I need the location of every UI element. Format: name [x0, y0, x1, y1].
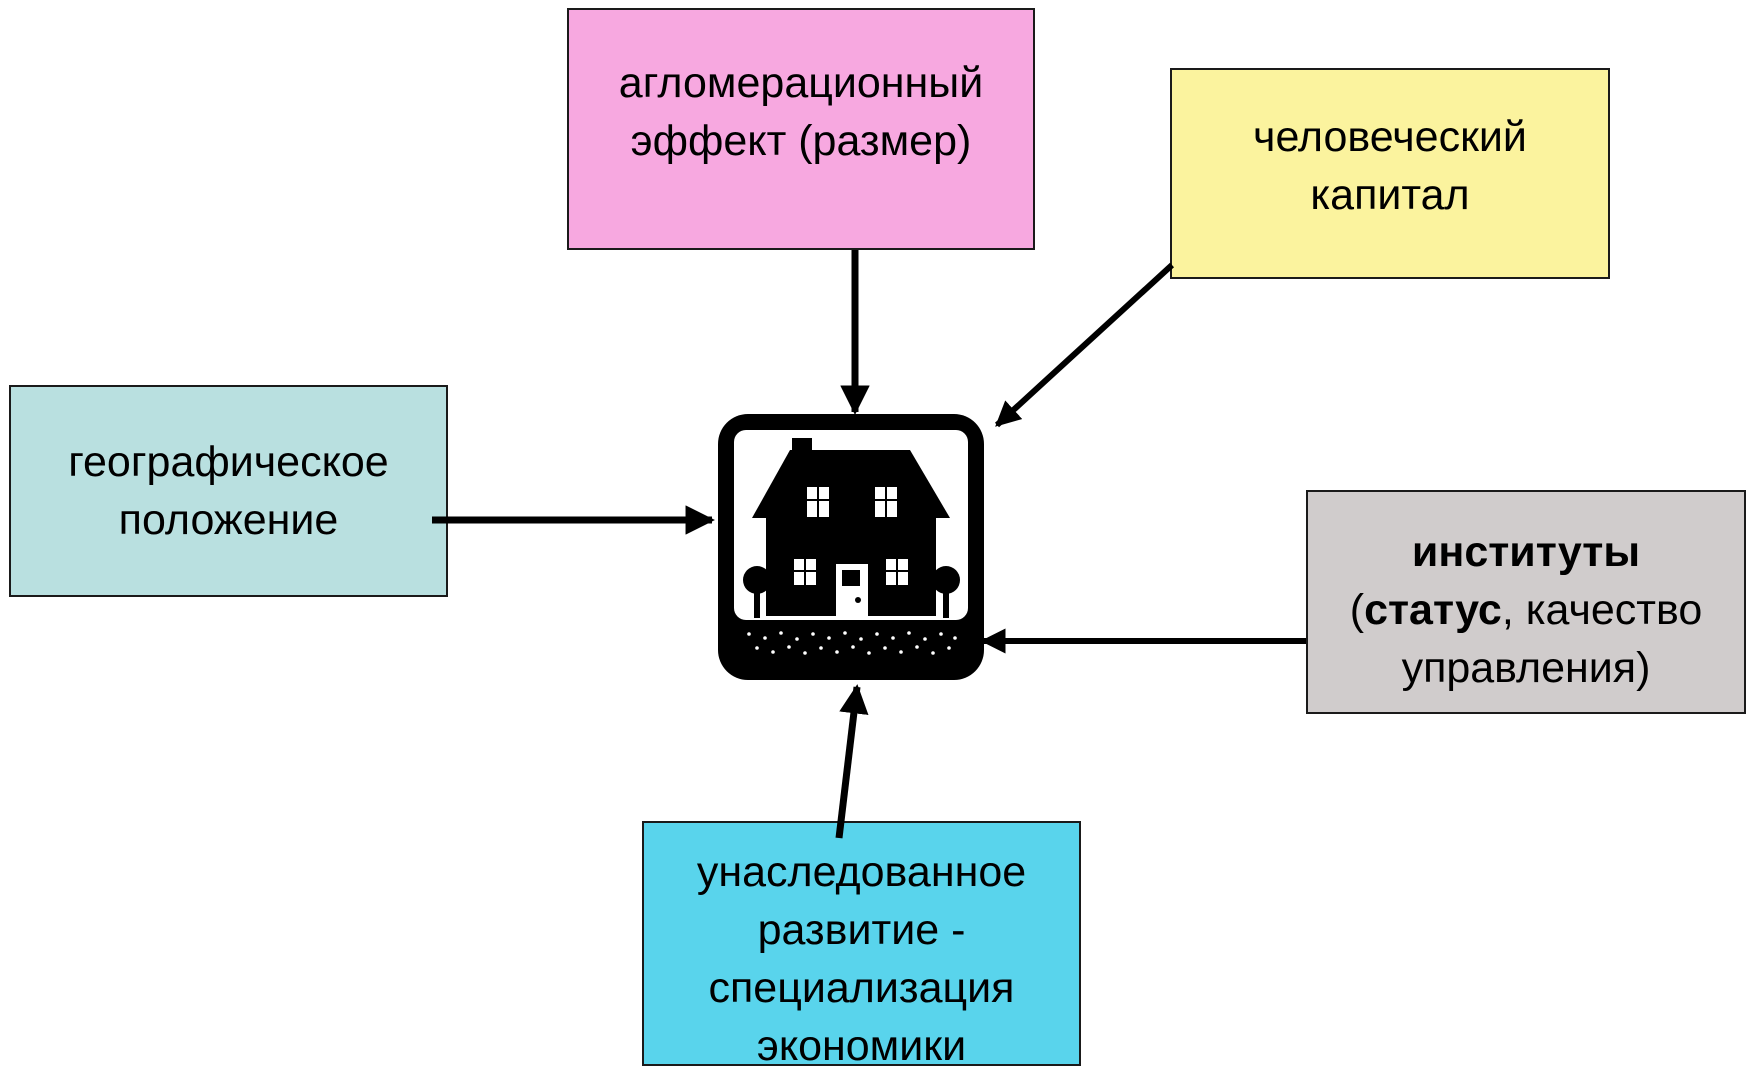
node-human-capital-line2: капитал [1310, 170, 1470, 219]
institutions-status-text: статус [1364, 586, 1502, 634]
node-inherited-line2: развитие - [757, 905, 966, 954]
node-human-capital-line1: человеческий [1253, 112, 1527, 161]
node-inherited-line3: специализация [708, 963, 1015, 1012]
arrow-human-capital-to-center [994, 262, 1175, 428]
node-geography: географическое положение [9, 385, 448, 597]
node-institutions-line3: управления) [1401, 644, 1651, 692]
node-human-capital: человеческий капитал [1170, 68, 1610, 279]
node-institutions-line2: (статус, качество [1350, 581, 1703, 639]
node-inherited-line1: унаследованное [696, 847, 1027, 896]
house-icon [718, 414, 984, 680]
node-agglomeration-line2: эффект (размер) [630, 117, 972, 165]
node-geography-line2: положение [118, 496, 339, 544]
arrow-inherited-to-center [835, 684, 869, 839]
node-institutions: институты (статус, качество управления) [1306, 490, 1746, 714]
node-inherited-development: унаследованное развитие - специализация … [642, 821, 1081, 1070]
institutions-rest-text: , качество [1501, 586, 1703, 634]
node-institutions-title: институты [1350, 523, 1703, 581]
node-geography-line1: географическое [68, 438, 389, 486]
institutions-title-text: институты [1411, 528, 1641, 576]
node-agglomeration: агломерационный эффект (размер) [567, 8, 1035, 250]
institutions-open-paren: ( [1349, 586, 1365, 634]
node-agglomeration-line1: агломерационный [618, 59, 984, 107]
